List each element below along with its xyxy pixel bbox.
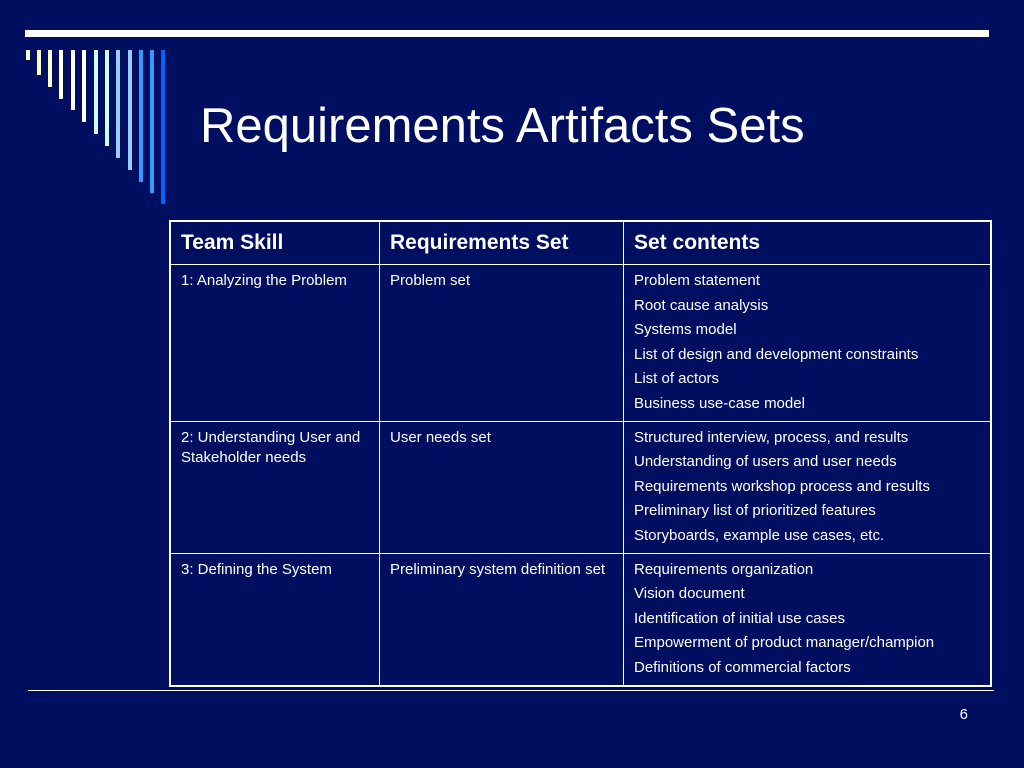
content-item: Systems model [634,321,737,339]
table-row: 3: Defining the System Preliminary syste… [169,552,992,687]
stripe [116,50,120,158]
content-item: List of actors [634,370,720,388]
top-divider [25,30,989,37]
stripe [82,50,86,122]
content-item: List of design and development constrain… [634,345,919,363]
set-contents-cell: Structured interview, process, and resul… [623,420,992,554]
slide-title: Requirements Artifacts Sets [200,99,805,153]
content-item: Root cause analysis [634,296,769,314]
requirements-set-cell: Preliminary system definition set [379,552,624,687]
set-contents-cell: Requirements organization Vision documen… [623,552,992,687]
table-row: 1: Analyzing the Problem Problem set Pro… [169,264,992,422]
stripe [71,50,75,110]
content-item: Requirements organization [634,560,814,578]
content-item: Identification of initial use cases [634,609,845,627]
stripe [37,50,41,75]
stripe [128,50,132,170]
requirements-artifacts-table: Team Skill Requirements Set Set contents… [169,220,992,687]
column-header-set-contents: Set contents [623,220,992,265]
column-header-team-skill: Team Skill [169,220,380,265]
bottom-divider [28,690,994,691]
table-header-row: Team Skill Requirements Set Set contents [169,220,992,265]
content-item: Understanding of users and user needs [634,453,897,471]
set-contents-cell: Problem statement Root cause analysis Sy… [623,264,992,422]
content-item: Requirements workshop process and result… [634,477,930,495]
stripe [150,50,154,193]
team-skill-cell: 3: Defining the System [169,552,380,687]
content-item: Storyboards, example use cases, etc. [634,526,885,544]
content-item: Vision document [634,585,745,603]
requirements-set-cell: Problem set [379,264,624,422]
stripe [161,50,165,204]
decorative-stripes [0,0,180,220]
content-item: Definitions of commercial factors [634,658,851,676]
column-header-requirements-set: Requirements Set [379,220,624,265]
requirements-set-cell: User needs set [379,420,624,554]
content-item: Empowerment of product manager/champion [634,634,935,652]
team-skill-cell: 1: Analyzing the Problem [169,264,380,422]
page-number: 6 [959,706,968,723]
stripe [94,50,98,134]
content-item: Business use-case model [634,394,805,412]
stripe [48,50,52,87]
content-item: Problem statement [634,272,760,289]
stripe [59,50,63,99]
stripe [26,50,30,60]
table-row: 2: Understanding User and Stakeholder ne… [169,420,992,554]
team-skill-cell: 2: Understanding User and Stakeholder ne… [169,420,380,554]
content-item: Structured interview, process, and resul… [634,428,909,446]
stripe [139,50,143,182]
content-item: Preliminary list of prioritized features [634,502,876,520]
stripe [105,50,109,146]
